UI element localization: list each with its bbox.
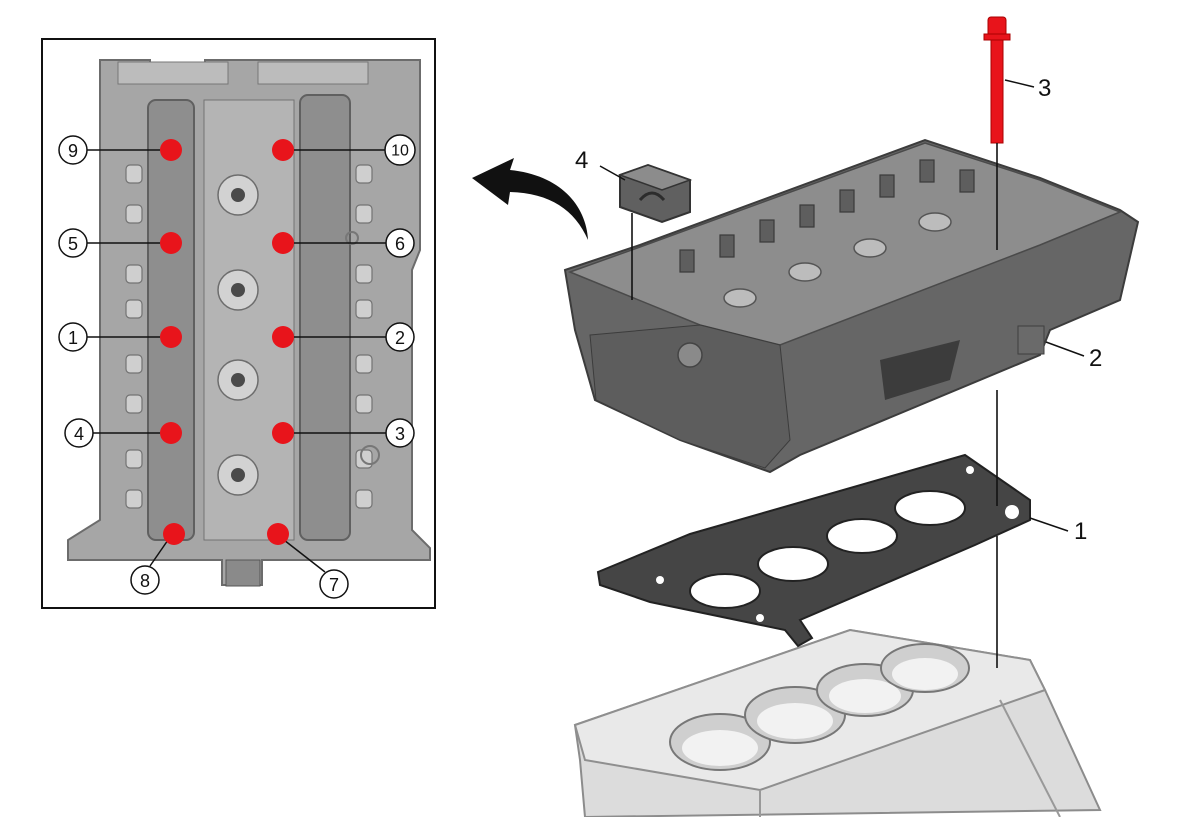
callout-label: 6 [395,234,405,254]
bolt-7: 7 [267,523,349,599]
callout-label: 4 [575,147,588,174]
bolt-marker [160,139,182,161]
callout-label: 9 [68,141,78,161]
callout-label: 8 [140,571,150,591]
callout-label: 1 [1074,518,1087,545]
bearing-cap [617,163,693,224]
engine-block [573,628,1102,817]
callout-head-gasket: 1 [1029,517,1087,545]
bolt-3: 3 [272,418,415,448]
exploded-callouts: 1 2 3 4 [575,75,1102,545]
bolt-5: 5 [58,228,182,258]
callout-bearing-cap: 4 [575,147,626,181]
head-gasket [596,453,1031,648]
bolt-marker [160,326,182,348]
callout-label: 2 [395,328,405,348]
bolt-sequence: 9 10 5 6 [58,134,416,599]
callout-head-bolt: 3 [1004,75,1051,102]
callout-label: 3 [1038,75,1051,102]
callout-label: 7 [329,575,339,595]
bolt-marker [160,422,182,444]
bolt-4: 4 [64,418,182,448]
bolt-10: 10 [272,134,416,166]
view-arrow [472,158,588,240]
callout-label: 2 [1089,345,1102,372]
bolt-marker [272,422,294,444]
bolt-marker [163,523,185,545]
head-bolt [983,16,1011,144]
bolt-marker [272,232,294,254]
callout-label: 5 [68,234,78,254]
assembly-lines [631,143,998,668]
callout-cylinder-head: 2 [1045,341,1102,372]
callout-label: 10 [391,143,409,160]
bolt-marker [160,232,182,254]
callout-label: 4 [74,424,84,444]
callout-label: 3 [395,424,405,444]
cylinder-head [563,138,1140,474]
callout-label: 1 [68,328,78,348]
cylinder-head-top-view [67,59,431,587]
bolt-marker [272,139,294,161]
bolt-1: 1 [58,322,182,352]
bolt-9: 9 [58,135,182,165]
bolt-2: 2 [272,322,415,352]
bolt-6: 6 [272,228,415,258]
inset-panel: 9 10 5 6 [41,38,436,609]
bolt-marker [267,523,289,545]
bolt-marker [272,326,294,348]
bolt-8: 8 [130,523,185,595]
